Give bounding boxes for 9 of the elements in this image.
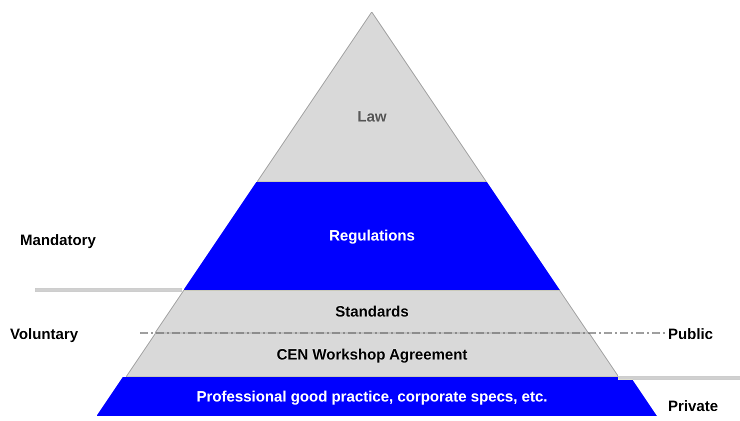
side-label: Mandatory <box>20 232 96 249</box>
band-label: CEN Workshop Agreement <box>276 346 468 364</box>
band-label: Professional good practice, corporate specs, etc. <box>196 388 548 405</box>
band-label: Regulations <box>329 228 415 244</box>
band-label: Standards <box>335 303 409 320</box>
band-label: Law <box>357 108 387 126</box>
side-label: Private <box>668 398 718 415</box>
side-label: Voluntary <box>10 326 78 343</box>
side-label: Public <box>668 326 714 343</box>
